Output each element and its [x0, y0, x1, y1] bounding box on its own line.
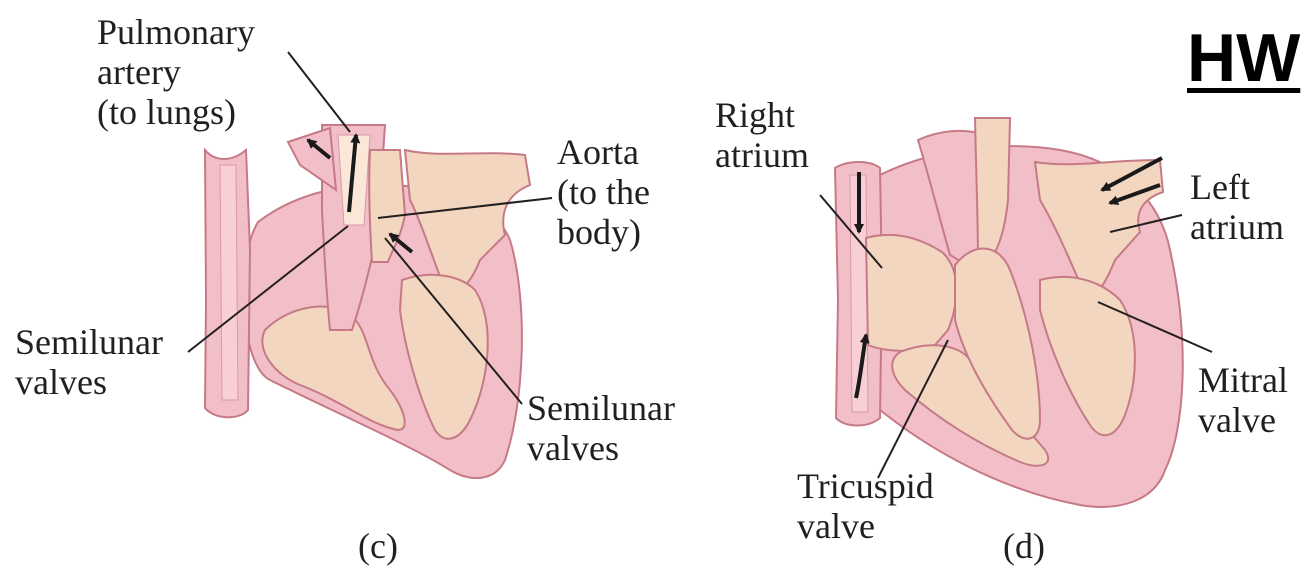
heart-c-vena-cava-inner	[220, 165, 238, 400]
caption-c: (c)	[358, 526, 398, 566]
caption-d: (d)	[1003, 526, 1045, 566]
label-aorta: Aorta (to the body)	[557, 132, 650, 252]
label-tricuspid-valve: Tricuspid valve	[797, 466, 934, 546]
heart-d-right-atrium	[866, 235, 956, 351]
leader-pulmonary-artery	[288, 52, 350, 132]
label-semilunar-valves-left: Semilunar valves	[15, 322, 163, 402]
label-mitral-valve: Mitral valve	[1198, 360, 1288, 440]
hw-heading: HW	[1187, 22, 1300, 94]
label-right-atrium: Right atrium	[715, 95, 809, 175]
label-semilunar-valves-right: Semilunar valves	[527, 388, 675, 468]
heart-d-drawing	[820, 118, 1212, 507]
label-left-atrium: Left atrium	[1190, 167, 1284, 247]
label-pulmonary-artery: Pulmonary artery (to lungs)	[97, 12, 255, 132]
